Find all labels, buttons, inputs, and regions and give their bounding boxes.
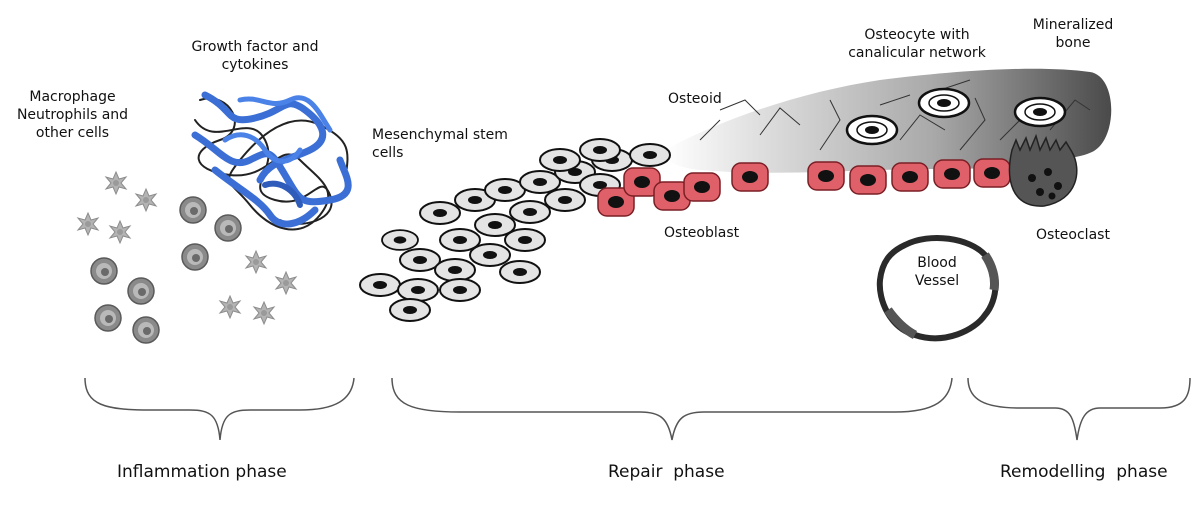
cytokine-cluster (195, 95, 348, 229)
phase-repair: Repair phase (608, 462, 725, 482)
phase-remodelling: Remodelling phase (1000, 462, 1168, 482)
repair-bracket (392, 378, 952, 440)
inflammation-bracket (85, 378, 354, 440)
label-osteocyte: Osteocyte with canalicular network (832, 26, 1002, 62)
phase-inflammation: Inflammation phase (117, 462, 287, 482)
label-growth-factor: Growth factor and cytokines (170, 38, 340, 74)
phase-brackets (85, 378, 1190, 440)
label-mineralized: Mineralized bone (1008, 16, 1138, 52)
label-macrophage: Macrophage Neutrophils and other cells (0, 88, 145, 142)
remodelling-bracket (968, 378, 1190, 440)
label-mesenchymal: Mesenchymal stem cells (372, 126, 508, 162)
label-osteoid: Osteoid (668, 90, 722, 108)
mesenchymal-stem-cells (360, 139, 670, 321)
label-osteoclast: Osteoclast (1036, 226, 1110, 244)
label-blood-vessel: Blood Vessel (902, 254, 972, 290)
label-osteoblast: Osteoblast (664, 224, 739, 242)
inflammatory-cells (78, 172, 296, 343)
